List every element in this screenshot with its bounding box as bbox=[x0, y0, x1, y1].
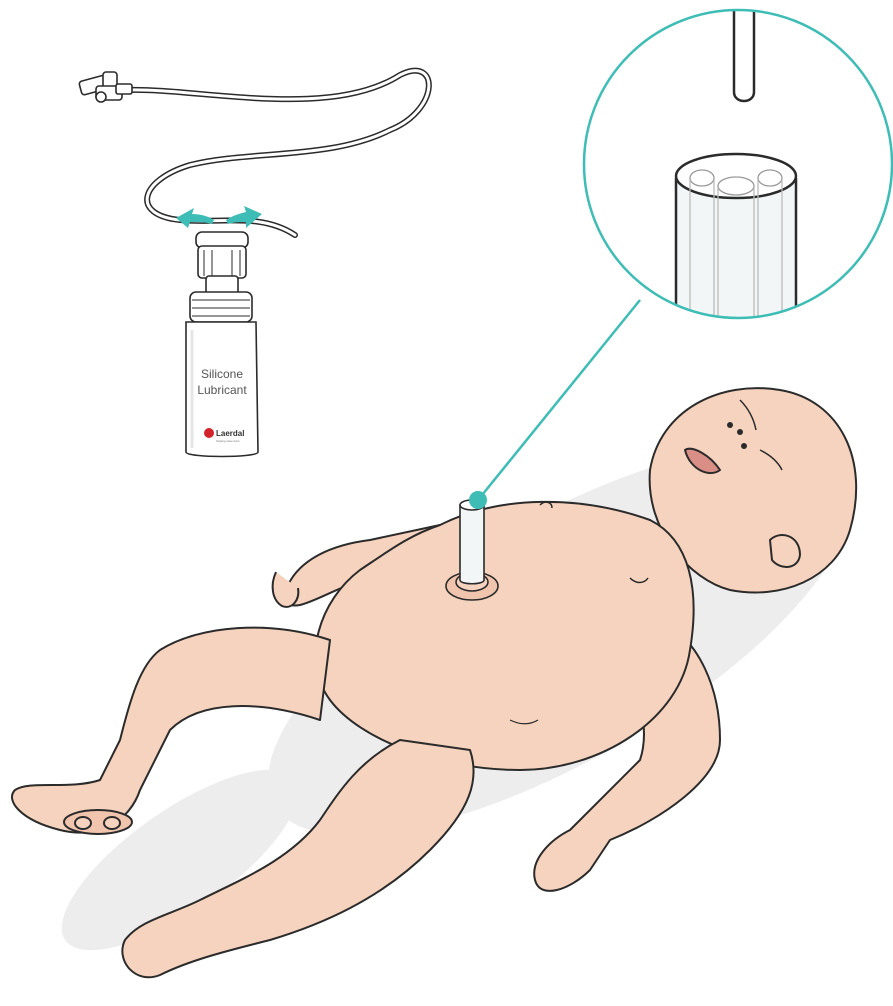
stopcock-icon bbox=[79, 72, 132, 102]
bottle-brand: Laerdal bbox=[216, 429, 244, 438]
bottle-label-line1: Silicone bbox=[201, 367, 243, 381]
bottle-label-line2: Lubricant bbox=[197, 383, 247, 397]
rotate-arrows-icon bbox=[176, 206, 262, 228]
foot-ports-icon bbox=[64, 810, 132, 834]
zoom-callout bbox=[584, 0, 892, 330]
callout-line-icon bbox=[469, 300, 640, 509]
lubricant-bottle: Silicone Lubricant Laerdal helping save … bbox=[186, 232, 258, 457]
bottle-brand-tagline: helping save lives bbox=[216, 439, 240, 443]
